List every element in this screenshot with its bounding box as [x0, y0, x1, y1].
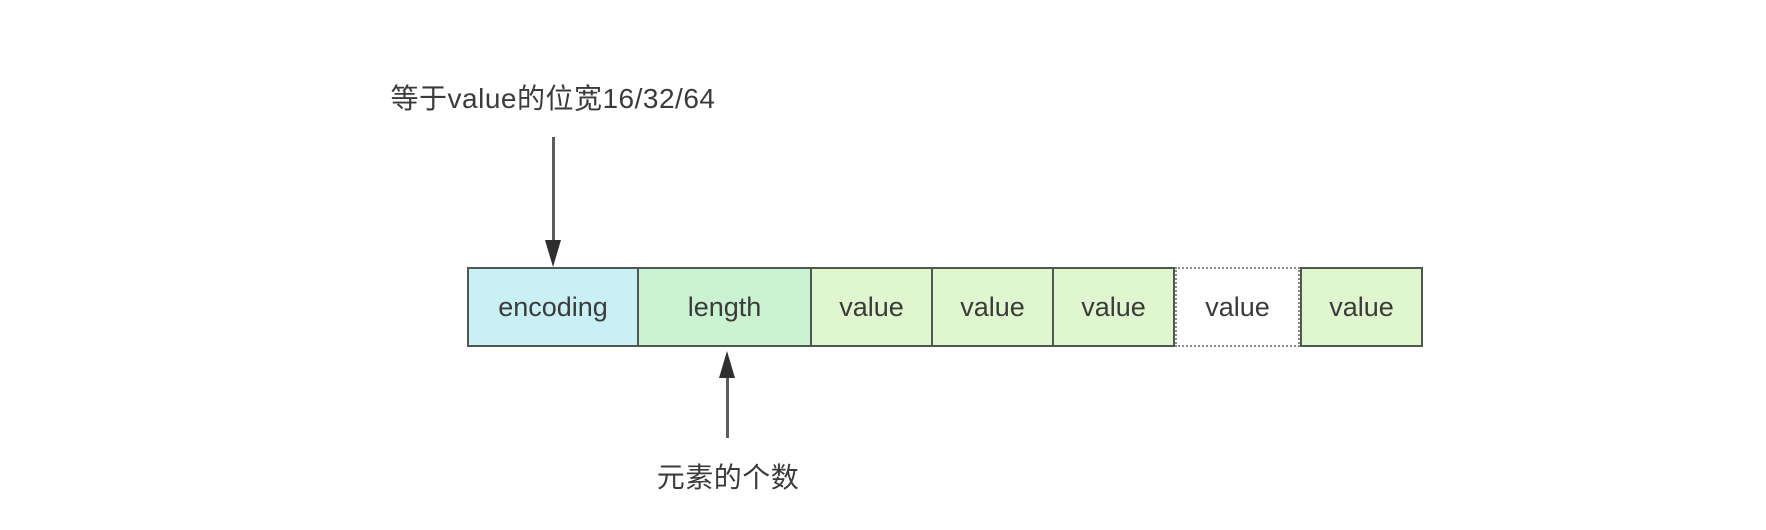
- cell-value-4: value: [1300, 267, 1423, 347]
- cell-value-2: value: [931, 267, 1054, 347]
- cell-value-3: value: [1052, 267, 1175, 347]
- arrow-line: [725, 378, 729, 438]
- arrow-line: [551, 137, 555, 240]
- arrow-up-to-length: [719, 351, 735, 438]
- structure-cell-row: encoding length value value value value …: [467, 267, 1423, 347]
- annotation-element-count: 元素的个数: [656, 462, 800, 493]
- arrow-head-up-icon: [719, 351, 735, 378]
- cell-value-1: value: [810, 267, 933, 347]
- arrow-down-to-encoding: [545, 137, 561, 267]
- arrow-head-down-icon: [545, 240, 561, 267]
- annotation-encoding-bitwidth: 等于value的位宽16/32/64: [390, 83, 716, 114]
- cell-length: length: [637, 267, 812, 347]
- cell-value-ellipsis: value: [1175, 267, 1300, 347]
- cell-encoding: encoding: [467, 267, 639, 347]
